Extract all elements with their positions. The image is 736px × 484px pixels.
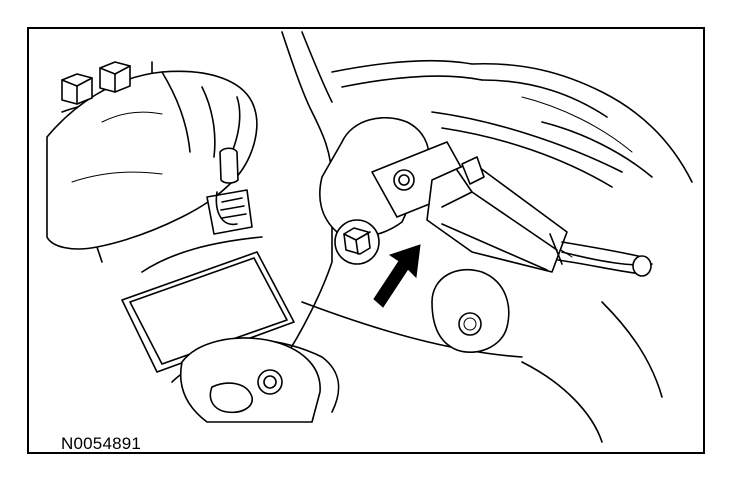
threaded-stud	[206, 147, 253, 235]
hand-drawing	[46, 70, 258, 250]
figure-frame: N0054891	[27, 27, 705, 454]
figure-reference-code: N0054891	[61, 434, 142, 453]
threaded-boss	[431, 268, 510, 354]
engine-line-drawing	[46, 31, 693, 443]
sensor-connector	[371, 141, 568, 273]
callout-arrow	[373, 244, 421, 308]
lower-housing	[180, 337, 321, 423]
hex-bolt-pair	[61, 61, 131, 105]
label-plate	[121, 251, 295, 373]
wiring-harness	[557, 241, 652, 277]
